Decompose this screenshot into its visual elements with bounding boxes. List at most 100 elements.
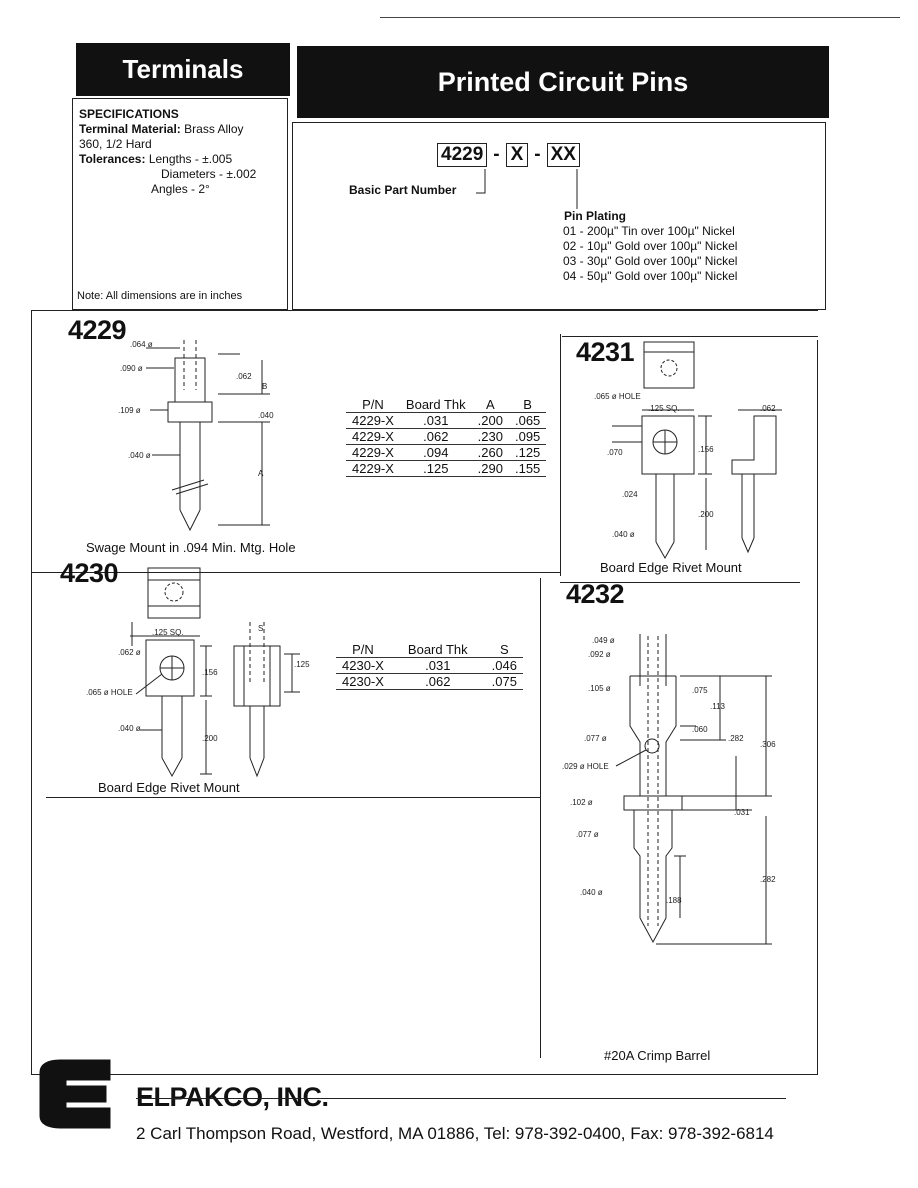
- table-cell: .125: [508, 444, 547, 461]
- table-header: B: [508, 397, 547, 413]
- frame-bottom-edge: [31, 1074, 818, 1075]
- column-divider-lower: [540, 578, 541, 1058]
- dimensions-note: Note: All dimensions are in inches: [77, 290, 243, 302]
- table-cell: 4229-X: [346, 444, 400, 461]
- dim-4229-090: .090 ø: [120, 364, 143, 373]
- dim-4232-113: .113: [710, 702, 725, 711]
- part-4230-caption: Board Edge Rivet Mount: [98, 780, 240, 795]
- top-rule: [380, 17, 900, 18]
- part-4230-drawing: [130, 567, 300, 778]
- table-row: 4229-X .125 .290 .155: [346, 460, 547, 477]
- table-cell: 4229-X: [346, 428, 400, 445]
- divider-4229-4230: [31, 572, 561, 573]
- material-value-2: 360, 1/2 Hard: [79, 137, 152, 151]
- footer-rule: [136, 1098, 786, 1099]
- pin-plating-list: 01 - 200µ" Tin over 100µ" Nickel 02 - 10…: [563, 224, 737, 284]
- dim-4231-040: .040 ø: [612, 530, 635, 539]
- table-cell: 4229-X: [346, 412, 400, 429]
- dim-4232-031: .031: [734, 808, 750, 817]
- part-4229-number: 4229: [68, 315, 127, 345]
- table-cell: .094: [399, 444, 472, 461]
- basic-part-number-label: Basic Part Number: [349, 183, 457, 197]
- dim-4232-060: .060: [692, 725, 708, 734]
- table-header: S: [485, 642, 523, 658]
- table-cell: .031: [389, 657, 486, 674]
- dim-4229-064: .064 ø: [130, 340, 153, 349]
- table-row: 4229-X .062 .230 .095: [346, 428, 547, 445]
- dim-4231-156: .156: [698, 445, 714, 454]
- divider-4230-bottom: [46, 797, 540, 798]
- part-4232-number: 4232: [566, 579, 625, 609]
- dim-4232-077b: .077 ø: [576, 830, 599, 839]
- table-cell: .155: [508, 460, 547, 477]
- dim-4232-102: .102 ø: [570, 798, 593, 807]
- table-cell: .031: [399, 412, 472, 429]
- printed-circuit-pins-header: Printed Circuit Pins: [297, 46, 829, 118]
- dim-4231-sq: .125 SQ.: [648, 404, 680, 413]
- tolerance-angles: Angles - 2°: [151, 182, 210, 196]
- divider-4231-4232: [560, 582, 800, 583]
- part-number-code: 4229 - X - XX: [437, 143, 580, 167]
- dim-4232-306: .306: [760, 740, 776, 749]
- table-row: 4229-X .031 .200 .065: [346, 412, 547, 429]
- frame-right-edge: [817, 340, 818, 1075]
- dim-4230-125: .125: [294, 660, 310, 669]
- plating-option: 01 - 200µ" Tin over 100µ" Nickel: [563, 224, 735, 238]
- dim-4229-A: A: [258, 469, 264, 478]
- dim-4231-062: .062: [760, 404, 776, 413]
- dim-4232-092: .092 ø: [588, 650, 611, 659]
- dim-4232-077a: .077 ø: [584, 734, 607, 743]
- part-4231-caption: Board Edge Rivet Mount: [600, 560, 742, 575]
- specifications-title: SPECIFICATIONS: [79, 107, 179, 121]
- part-4229-table: P/N Board Thk A B 4229-X .031 .200 .065 …: [346, 397, 547, 477]
- table-cell: .065: [508, 412, 547, 429]
- table-cell: 4230-X: [336, 673, 390, 690]
- plating-option: 04 - 50µ" Gold over 100µ" Nickel: [563, 269, 738, 283]
- table-cell: .046: [485, 657, 523, 674]
- table-cell: .125: [399, 460, 472, 477]
- dim-4231-200: .200: [698, 510, 714, 519]
- dim-4232-040: .040 ø: [580, 888, 603, 897]
- dim-4230-200: .200: [202, 734, 218, 743]
- dim-4231-024: .024: [622, 490, 638, 499]
- part-number-box: 4229 - X - XX Basic Part Number Pin Plat…: [292, 122, 826, 310]
- part-4230-table: P/N Board Thk S 4230-X .031 .046 4230-X …: [336, 642, 523, 690]
- dim-4230-sq: .125 SQ.: [152, 628, 184, 637]
- dim-4232-282a: .282: [728, 734, 744, 743]
- dim-4232-282b: .282: [760, 875, 776, 884]
- part-4232-drawing: [615, 634, 772, 945]
- part-x: X: [505, 143, 529, 167]
- table-cell: .290: [471, 460, 509, 477]
- specifications-content: SPECIFICATIONS Terminal Material: Brass …: [79, 107, 284, 197]
- specifications-box: SPECIFICATIONS Terminal Material: Brass …: [72, 98, 288, 310]
- table-cell: .062: [389, 673, 486, 690]
- dim-4230-062: .062 ø: [118, 648, 141, 657]
- printed-circuit-pins-title: Printed Circuit Pins: [437, 66, 689, 97]
- material-label: Terminal Material:: [79, 122, 181, 136]
- part-base: 4229: [437, 143, 488, 167]
- dim-4231-070: .070: [607, 448, 623, 457]
- part-4229-caption: Swage Mount in .094 Min. Mtg. Hole: [86, 540, 296, 555]
- table-row: 4230-X .031 .046: [336, 657, 523, 674]
- pin-plating-title: Pin Plating: [564, 209, 627, 223]
- dim-4230-065-hole: .065 ø HOLE: [86, 688, 133, 697]
- table-cell: .075: [485, 673, 523, 690]
- terminals-title: Terminals: [122, 54, 244, 84]
- part-4231-drawing: [612, 341, 782, 560]
- elpakco-logo: [39, 1059, 111, 1129]
- part-4230-number: 4230: [60, 558, 119, 588]
- part-dash-2: -: [534, 144, 541, 165]
- dim-4229-040-len: .040: [258, 411, 274, 420]
- table-cell: 4230-X: [336, 657, 390, 674]
- table-header: A: [471, 397, 509, 413]
- column-divider: [560, 334, 561, 576]
- dim-4232-075: .075: [692, 686, 708, 695]
- table-header: Board Thk: [399, 397, 472, 413]
- material-value: Brass Alloy: [184, 122, 244, 136]
- terminals-header: Terminals: [76, 43, 290, 96]
- dim-4230-156: .156: [202, 668, 218, 677]
- dim-4230-S: S: [258, 624, 264, 633]
- plating-option: 03 - 30µ" Gold over 100µ" Nickel: [563, 254, 738, 268]
- table-cell: 4229-X: [346, 460, 400, 477]
- part-xx: XX: [546, 143, 580, 167]
